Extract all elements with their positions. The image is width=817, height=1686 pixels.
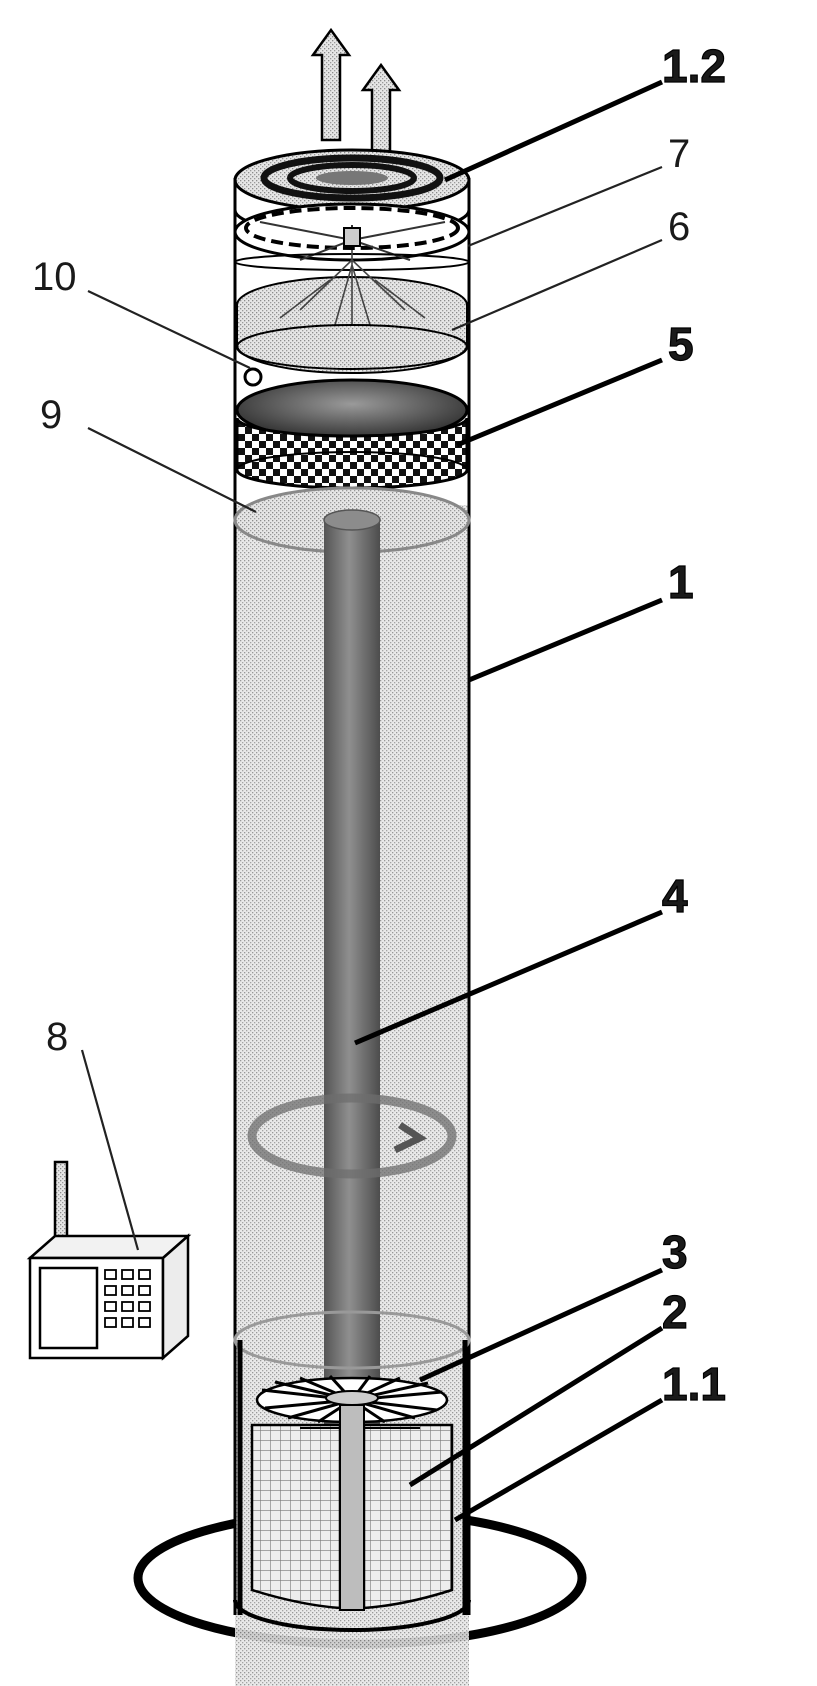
label-10: 10 <box>32 255 77 299</box>
leader-3 <box>418 1267 664 1383</box>
leader-1 <box>468 597 663 683</box>
label-1: 1 <box>668 556 694 608</box>
leader-9 <box>87 427 257 513</box>
lower-divider <box>233 1310 471 1615</box>
sprinkler <box>233 202 471 271</box>
spray-zone <box>236 250 468 374</box>
label-1-2: 1.2 <box>662 40 726 92</box>
label-2: 2 <box>662 1286 688 1338</box>
filter-module <box>235 378 469 490</box>
label-3: 3 <box>662 1226 688 1278</box>
impeller <box>255 1374 449 1424</box>
label-4: 4 <box>662 870 688 922</box>
leader-lines <box>80 79 664 1523</box>
label-7: 7 <box>668 132 690 176</box>
sensor-10 <box>243 367 263 387</box>
leader-1-1 <box>453 1397 664 1523</box>
label-1-1: 1.1 <box>662 1358 726 1410</box>
leader-5 <box>456 357 663 448</box>
swirl-arrow <box>247 1093 457 1179</box>
control-unit <box>26 1160 192 1361</box>
leader-7 <box>467 165 663 248</box>
labels: 1.2 7 6 10 5 9 1 4 8 3 2 1.1 <box>32 39 727 1410</box>
leader-6 <box>451 238 663 332</box>
leader-10 <box>87 290 251 369</box>
label-6: 6 <box>668 205 690 249</box>
label-8: 8 <box>46 1015 68 1059</box>
leader-4 <box>354 909 663 1046</box>
leader-1-2 <box>443 79 664 183</box>
outflow-arrows <box>310 27 402 180</box>
label-9: 9 <box>40 393 62 437</box>
keypad <box>104 1269 151 1328</box>
label-5: 5 <box>668 318 694 370</box>
leader-8 <box>80 1049 140 1251</box>
mesh-baskets <box>250 1404 454 1611</box>
leader-2 <box>408 1325 664 1488</box>
